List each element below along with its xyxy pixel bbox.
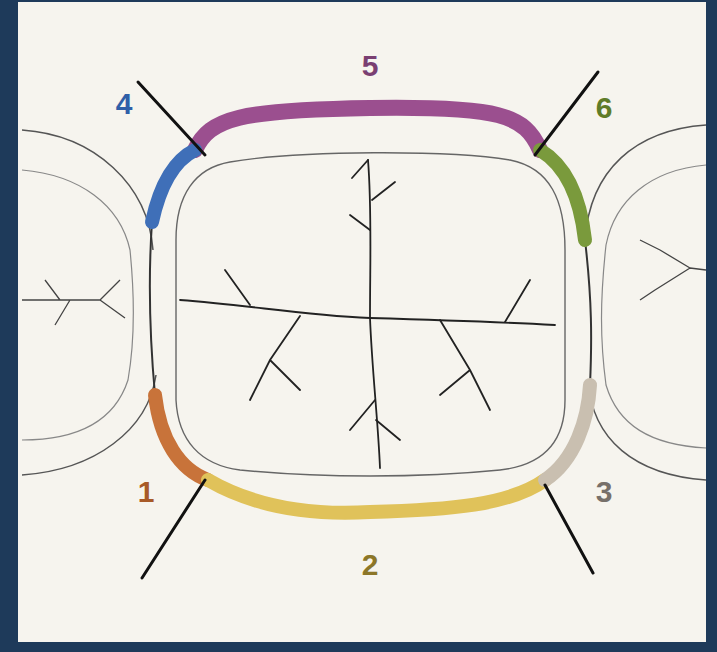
line-angle-bands: [152, 108, 590, 513]
band-5: [195, 108, 540, 150]
band-4: [152, 150, 195, 222]
neighbour-teeth: [22, 125, 706, 480]
panel: [18, 2, 706, 642]
callout-number: 1: [138, 477, 155, 507]
callout-number: 6: [596, 93, 613, 123]
divider-lines: [138, 72, 598, 578]
fissures: [180, 160, 555, 468]
band-1: [155, 395, 208, 480]
occlusal-table: [176, 153, 565, 476]
callout-number: 4: [116, 89, 133, 119]
callout-number: 2: [362, 550, 379, 580]
callout-number: 3: [596, 477, 613, 507]
band-2: [208, 480, 545, 513]
band-3: [545, 385, 590, 480]
band-6: [540, 150, 585, 240]
callout-number: 5: [362, 51, 379, 81]
